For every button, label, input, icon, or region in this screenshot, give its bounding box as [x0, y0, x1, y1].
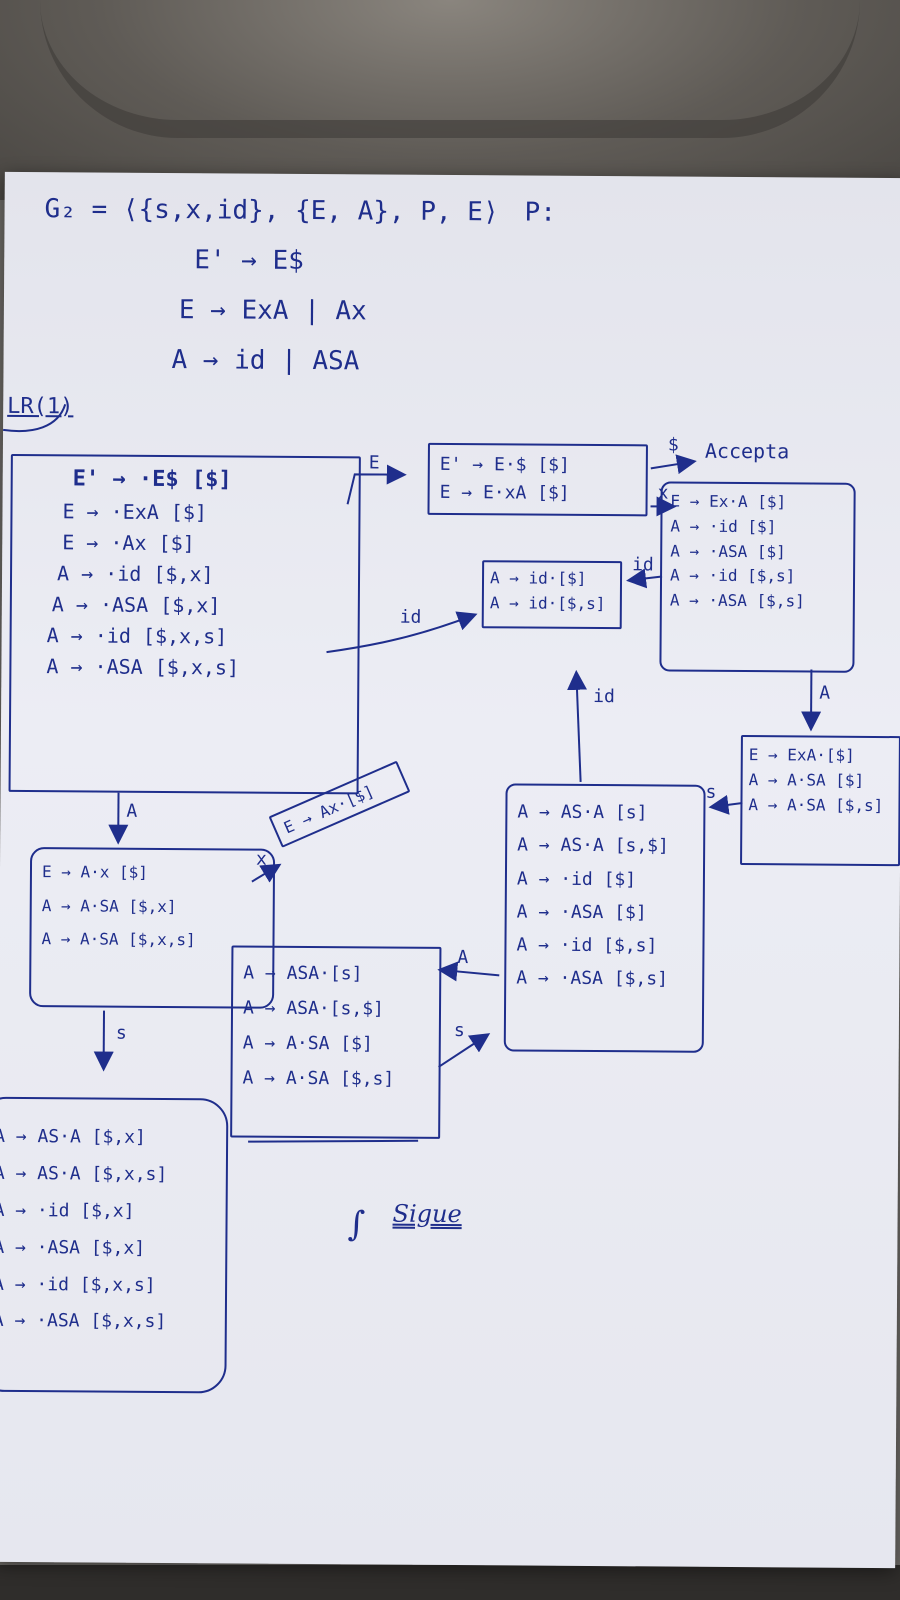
arrow-accept — [650, 454, 697, 475]
arrow-x-to-ax — [251, 863, 282, 883]
paper-sheet: G₂ = ⟨{s,x,id}, {E, A}, P, E⟩ P: E' → E$… — [0, 171, 900, 1569]
fabric-seam — [40, 0, 860, 138]
arrow-a-to-asa — [437, 961, 500, 982]
arrow-s-to-as — [708, 794, 743, 815]
asa-underline — [248, 1139, 419, 1143]
arrow-id-1 — [326, 611, 478, 654]
arrow-id-2 — [626, 568, 663, 589]
transition-arrows — [2, 403, 822, 1143]
arrow-e — [346, 464, 407, 505]
section-label-curve — [2, 403, 67, 432]
bottom-shadow — [0, 1565, 900, 1600]
arrow-s-asa-to-as — [438, 1033, 491, 1068]
arrow-id-up — [567, 669, 587, 782]
